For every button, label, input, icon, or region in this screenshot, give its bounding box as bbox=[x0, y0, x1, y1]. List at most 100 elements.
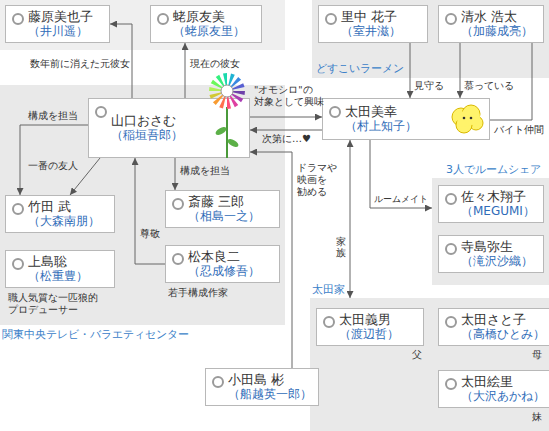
relation-label: 数年前に消えた元彼女 bbox=[30, 58, 130, 70]
actor-name: （相島一之） bbox=[188, 209, 273, 224]
relation-arrow bbox=[250, 152, 292, 368]
person-box: 清水 浩太（加藤成亮） bbox=[438, 5, 544, 43]
actor-name: （村上知子） bbox=[345, 119, 483, 134]
actor-name: （大森南朋） bbox=[28, 214, 108, 229]
note-label: 妹 bbox=[532, 411, 542, 423]
relation-label: "オモシロ"の 対象として興味 bbox=[254, 84, 324, 108]
character-name: 太田さと子 bbox=[461, 312, 545, 327]
group-heading: どすこいラーメン bbox=[316, 62, 404, 75]
actor-name: （高橋ひとみ） bbox=[461, 327, 545, 342]
person-box: 太田義男（渡辺哲） bbox=[316, 308, 424, 346]
group-heading: 太田家 bbox=[312, 283, 345, 296]
character-name: 斎藤 三郎 bbox=[188, 194, 273, 209]
bullet-circle bbox=[445, 316, 457, 328]
person-box: 里中 花子（室井滋） bbox=[318, 5, 428, 43]
group-heading: 3人でルームシェア bbox=[446, 163, 541, 176]
relation-label: 構成を担当 bbox=[28, 110, 78, 122]
character-name: 太田義男 bbox=[339, 312, 417, 327]
relation-arrow bbox=[350, 140, 351, 298]
bullet-circle bbox=[445, 13, 457, 25]
bullet-circle bbox=[12, 203, 24, 215]
actor-name: （稲垣吾郎） bbox=[111, 128, 243, 143]
relation-label: ドラマや 映画を 勧める bbox=[297, 162, 337, 198]
relation-arrow bbox=[185, 43, 186, 98]
character-name: 清水 浩太 bbox=[461, 9, 537, 24]
actor-name: （大沢あかね） bbox=[461, 389, 545, 404]
actor-name: （渡辺哲） bbox=[339, 327, 417, 342]
bullet-circle bbox=[212, 376, 224, 388]
group-region: 3人でルームシェア佐々木翔子（MEGUMI）寺島弥生（滝沢沙織） bbox=[432, 178, 549, 285]
character-name: 佐々木翔子 bbox=[461, 189, 537, 204]
note-label: 母 bbox=[532, 349, 542, 361]
relation-label: 構成を担当 bbox=[180, 165, 230, 177]
bullet-circle bbox=[12, 258, 24, 270]
person-box: 蛯原友美（蛯原友里） bbox=[150, 5, 262, 43]
actor-name: （井川遥） bbox=[28, 24, 103, 39]
relation-label: バイト仲間 bbox=[494, 124, 544, 136]
flower-illustration bbox=[205, 73, 251, 161]
character-name: 山口おさむ bbox=[111, 113, 243, 128]
bullet-circle bbox=[12, 13, 24, 25]
person-box: 寺島弥生（滝沢沙織） bbox=[438, 235, 544, 273]
person-box: 斎藤 三郎（相島一之） bbox=[165, 190, 280, 228]
relation-arrow bbox=[460, 43, 461, 98]
character-name: 里中 花子 bbox=[341, 9, 421, 24]
relation-arrow bbox=[20, 125, 88, 195]
note-label: 若手構成作家 bbox=[168, 287, 228, 299]
person-box: 上島聡（松重豊） bbox=[5, 250, 115, 288]
bullet-circle bbox=[445, 378, 457, 390]
character-name: 松本良二 bbox=[188, 249, 273, 264]
actor-name: （加藤成亮） bbox=[461, 24, 537, 39]
person-box: 佐々木翔子（MEGUMI） bbox=[438, 185, 544, 223]
bullet-circle bbox=[172, 253, 184, 265]
person-box: 松本良二（忍成修吾） bbox=[165, 245, 280, 283]
relation-label: 家族 bbox=[336, 236, 346, 258]
group-region: 太田家太田義男（渡辺哲）太田さと子（高橋ひとみ）太田絵里（大沢あかね） bbox=[310, 298, 549, 431]
bullet-circle bbox=[329, 106, 341, 118]
bullet-circle bbox=[445, 193, 457, 205]
person-box: 山口おさむ（稲垣吾郎） bbox=[88, 98, 250, 158]
bullet-circle bbox=[172, 198, 184, 210]
bullet-circle bbox=[95, 106, 107, 118]
character-name: 竹田 武 bbox=[28, 199, 108, 214]
character-name: 小田島 彬 bbox=[228, 372, 312, 387]
bullet-circle bbox=[323, 316, 335, 328]
person-box: 太田さと子（高橋ひとみ） bbox=[438, 308, 549, 346]
character-name: 寺島弥生 bbox=[461, 239, 537, 254]
person-box: 太田美幸（村上知子） bbox=[322, 98, 490, 140]
relation-label: 次第に…♥ bbox=[262, 133, 311, 145]
background-strip bbox=[0, 0, 285, 50]
actor-name: （忍成修吾） bbox=[188, 264, 273, 279]
actor-name: （室井滋） bbox=[341, 24, 421, 39]
group-heading: 関東中央テレビ・バラエティセンター bbox=[2, 328, 189, 341]
person-box: 竹田 武（大森南朋） bbox=[5, 195, 115, 233]
character-name: 太田絵里 bbox=[461, 374, 545, 389]
relation-arrow bbox=[175, 158, 176, 190]
group-region: どすこいラーメン 里中 花子（室井滋） 清水 浩太（加藤成亮） bbox=[312, 0, 549, 78]
person-box: 太田絵里（大沢あかね） bbox=[438, 370, 549, 408]
character-name: 太田美幸 bbox=[345, 104, 483, 119]
relation-arrow bbox=[410, 43, 411, 98]
relation-arrow bbox=[135, 158, 165, 264]
actor-name: （MEGUMI） bbox=[461, 204, 537, 219]
cloud-illustration bbox=[449, 103, 485, 135]
relation-label: 尊敬 bbox=[140, 228, 160, 240]
character-name: 藤原美也子 bbox=[28, 9, 103, 24]
character-name: 上島聡 bbox=[28, 254, 108, 269]
bullet-circle bbox=[445, 243, 457, 255]
actor-name: （滝沢沙織） bbox=[461, 254, 537, 269]
relation-arrow bbox=[370, 140, 432, 208]
actor-name: （松重豊） bbox=[28, 269, 108, 284]
note-label: 職人気質な一匹狼的 プロデューサー bbox=[8, 292, 98, 316]
relation-arrow bbox=[250, 117, 322, 118]
relation-label: 慕っている bbox=[464, 80, 514, 92]
relation-label: 一番の友人 bbox=[28, 160, 78, 172]
relation-arrow bbox=[250, 130, 322, 131]
note-label: 父 bbox=[412, 349, 422, 361]
relation-label: ルームメイト bbox=[374, 193, 428, 205]
relation-label: 見守る bbox=[414, 80, 444, 92]
person-box: 小田島 彬（船越英一郎） bbox=[205, 368, 319, 406]
bullet-circle bbox=[325, 13, 337, 25]
relation-label: 現在の彼女 bbox=[190, 58, 240, 70]
person-box: 藤原美也子（井川遥） bbox=[5, 5, 110, 43]
